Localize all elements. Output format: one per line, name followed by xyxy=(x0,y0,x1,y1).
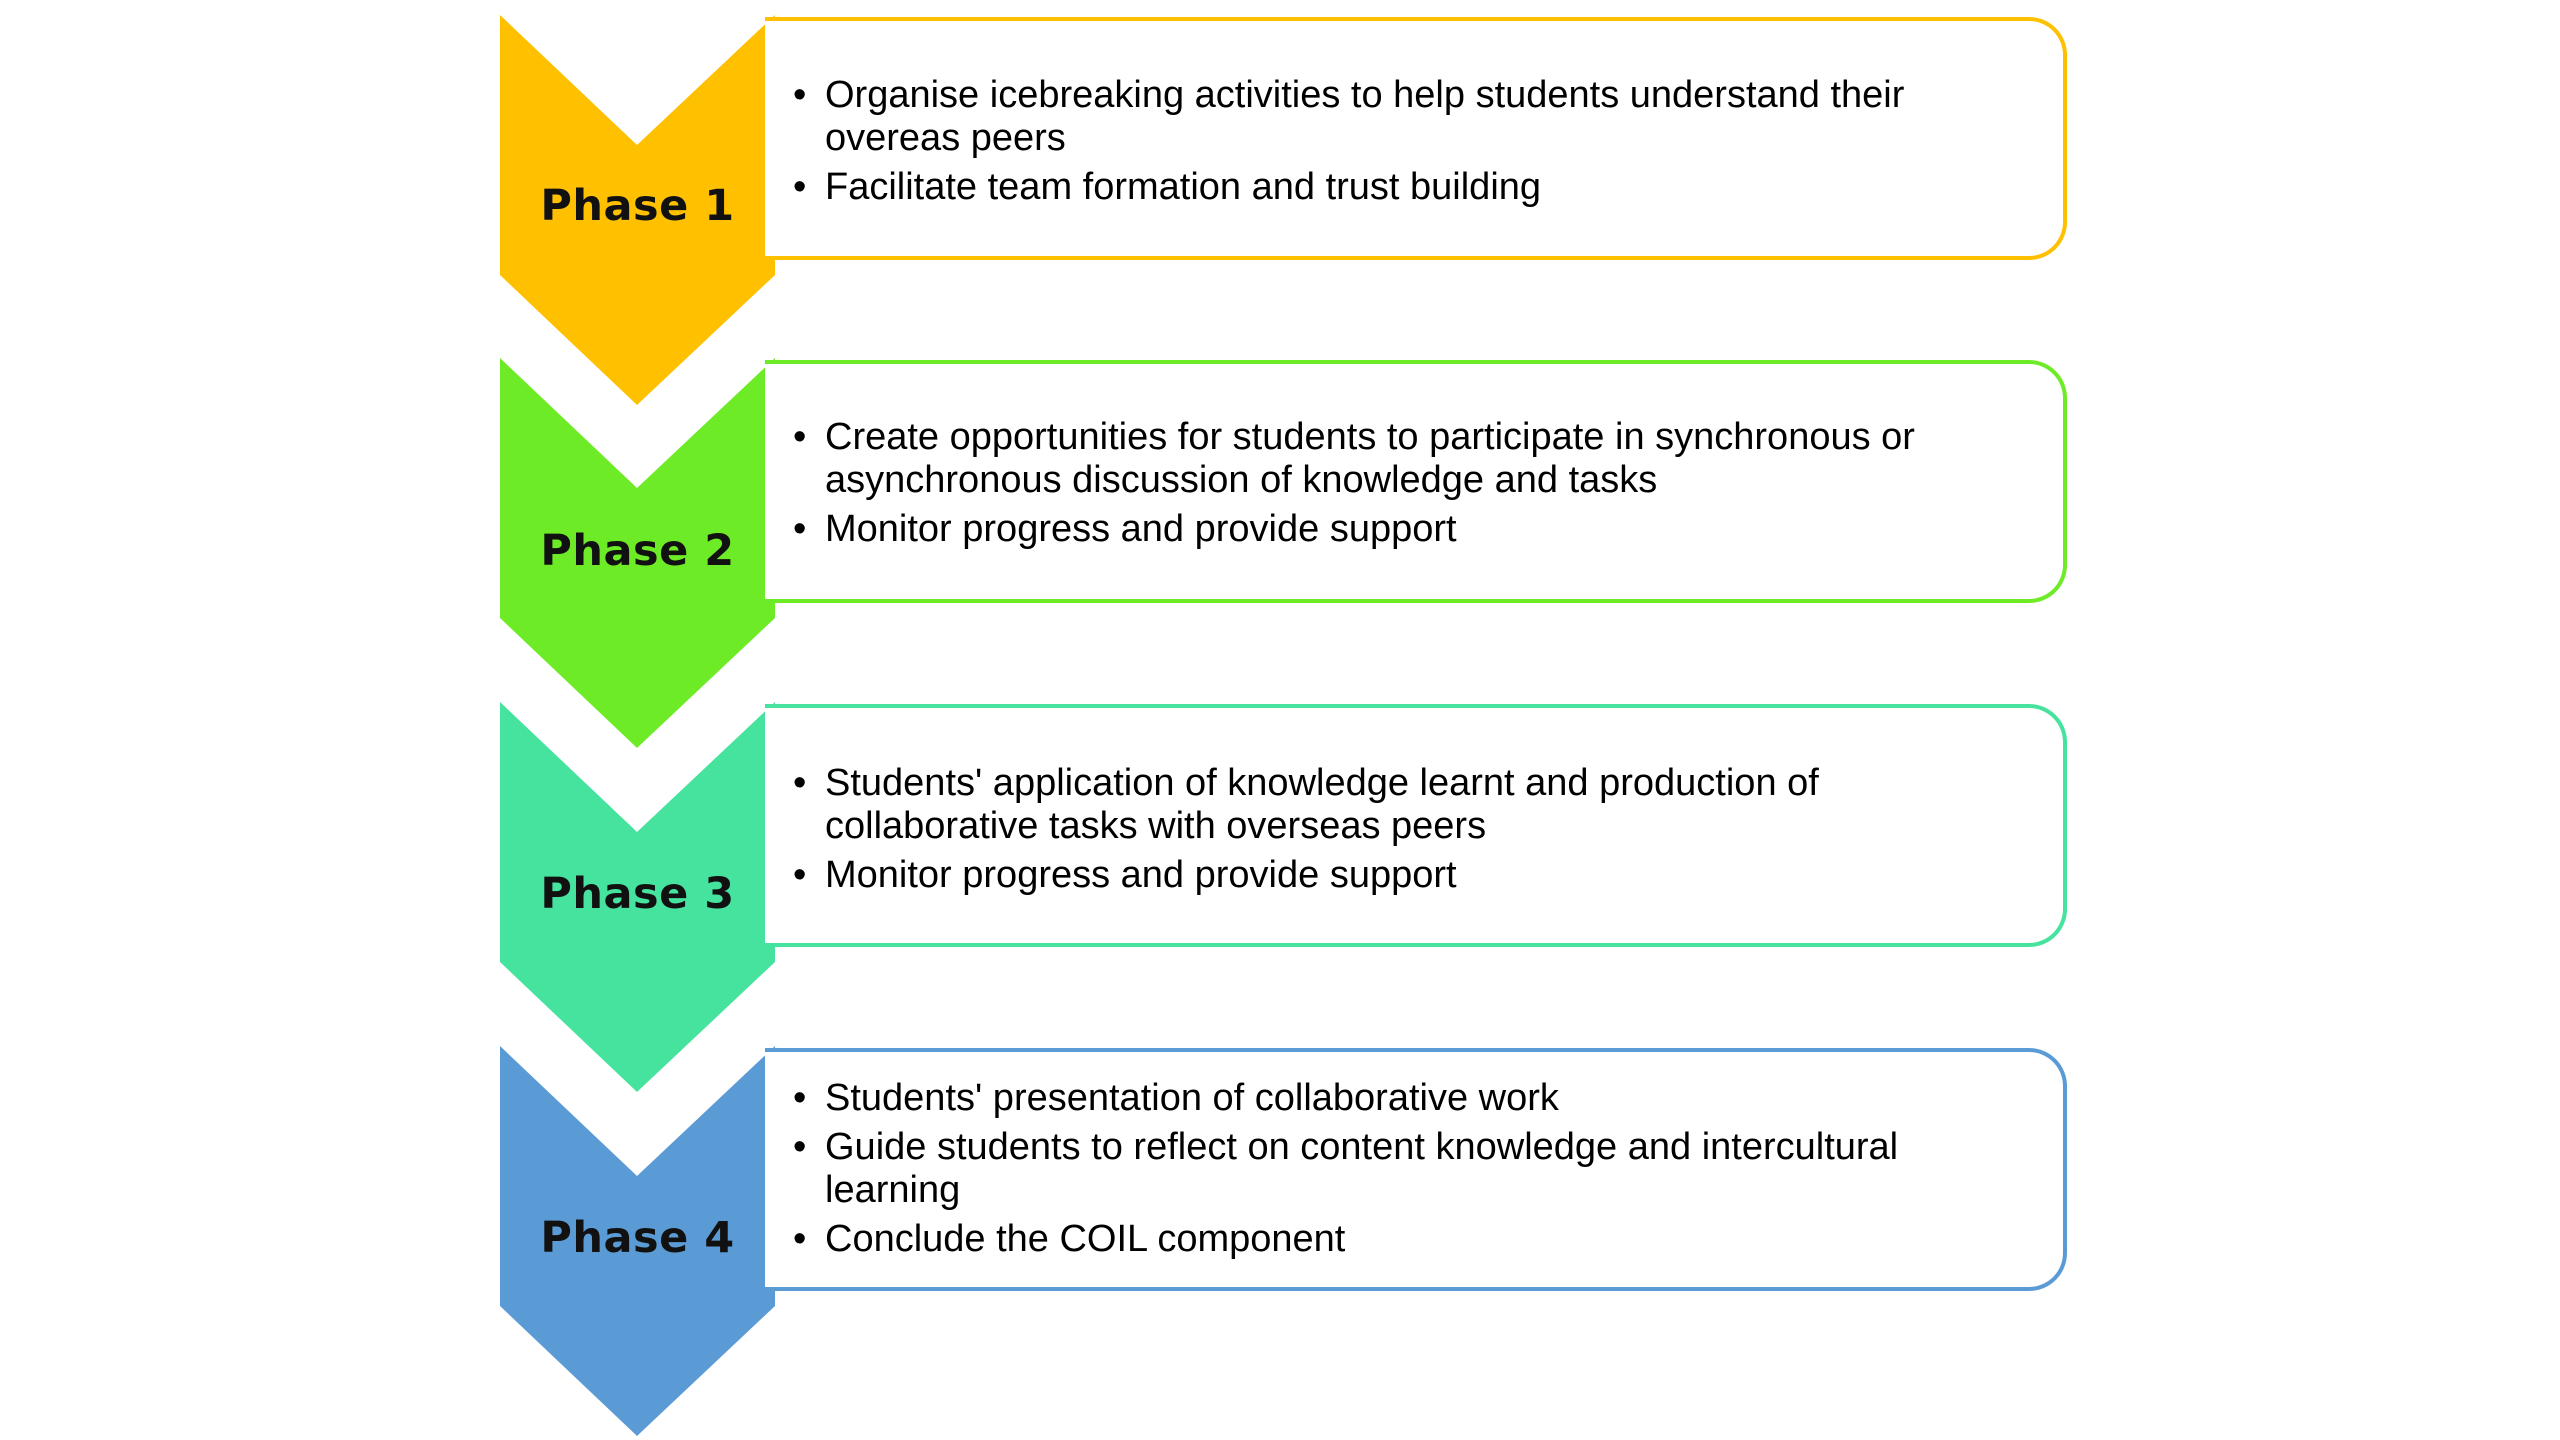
phase-1-box: • Organise icebreaking activities to help… xyxy=(765,17,2067,260)
bullet-icon: • xyxy=(793,74,807,116)
bullet-text: Students' presentation of collaborative … xyxy=(825,1077,1559,1119)
bullet-icon: • xyxy=(793,166,807,208)
bullet-icon: • xyxy=(793,854,807,896)
list-item: • Conclude the COIL component xyxy=(793,1218,2023,1261)
phase-4-box: • Students' presentation of collaborative… xyxy=(765,1048,2067,1291)
phase-4-bullet-list: • Students' presentation of collaborative… xyxy=(793,1077,2023,1267)
phase-4-chevron xyxy=(500,1046,775,1436)
bullet-icon: • xyxy=(793,1126,807,1168)
bullet-text: Organise icebreaking activities to help … xyxy=(825,74,1905,159)
bullet-icon: • xyxy=(793,762,807,804)
phase-3-chevron xyxy=(500,702,775,1092)
phase-3-bullet-list: • Students' application of knowledge lear… xyxy=(793,762,2023,903)
phase-1-bullet-list: • Organise icebreaking activities to help… xyxy=(793,74,2023,215)
bullet-text: Conclude the COIL component xyxy=(825,1218,1346,1260)
list-item: • Monitor progress and provide support xyxy=(793,508,2023,551)
bullet-text: Monitor progress and provide support xyxy=(825,508,1457,550)
phase-3-box: • Students' application of knowledge lear… xyxy=(765,704,2067,947)
bullet-text: Guide students to reflect on content kno… xyxy=(825,1126,1899,1211)
list-item: • Students' application of knowledge lear… xyxy=(793,762,2023,848)
list-item: • Students' presentation of collaborative… xyxy=(793,1077,2023,1120)
list-item: • Guide students to reflect on content kn… xyxy=(793,1126,2023,1212)
list-item: • Organise icebreaking activities to help… xyxy=(793,74,2023,160)
bullet-icon: • xyxy=(793,508,807,550)
phase-2-label: Phase 2 xyxy=(540,526,735,576)
phase-2-box: • Create opportunities for students to pa… xyxy=(765,360,2067,603)
bullet-text: Students' application of knowledge learn… xyxy=(825,762,1819,847)
list-item: • Monitor progress and provide support xyxy=(793,854,2023,897)
list-item: • Facilitate team formation and trust bui… xyxy=(793,166,2023,209)
phase-4-label: Phase 4 xyxy=(540,1213,735,1263)
bullet-icon: • xyxy=(793,416,807,458)
bullet-icon: • xyxy=(793,1218,807,1260)
phase-2-chevron xyxy=(500,358,775,748)
phase-1-label: Phase 1 xyxy=(540,181,735,231)
list-item: • Create opportunities for students to pa… xyxy=(793,416,2023,502)
bullet-text: Create opportunities for students to par… xyxy=(825,416,1915,501)
bullet-text: Facilitate team formation and trust buil… xyxy=(825,166,1542,208)
bullet-icon: • xyxy=(793,1077,807,1119)
phase-3-label: Phase 3 xyxy=(540,869,735,919)
bullet-text: Monitor progress and provide support xyxy=(825,854,1457,896)
phase-1-chevron xyxy=(500,15,775,405)
phase-2-bullet-list: • Create opportunities for students to pa… xyxy=(793,416,2023,557)
